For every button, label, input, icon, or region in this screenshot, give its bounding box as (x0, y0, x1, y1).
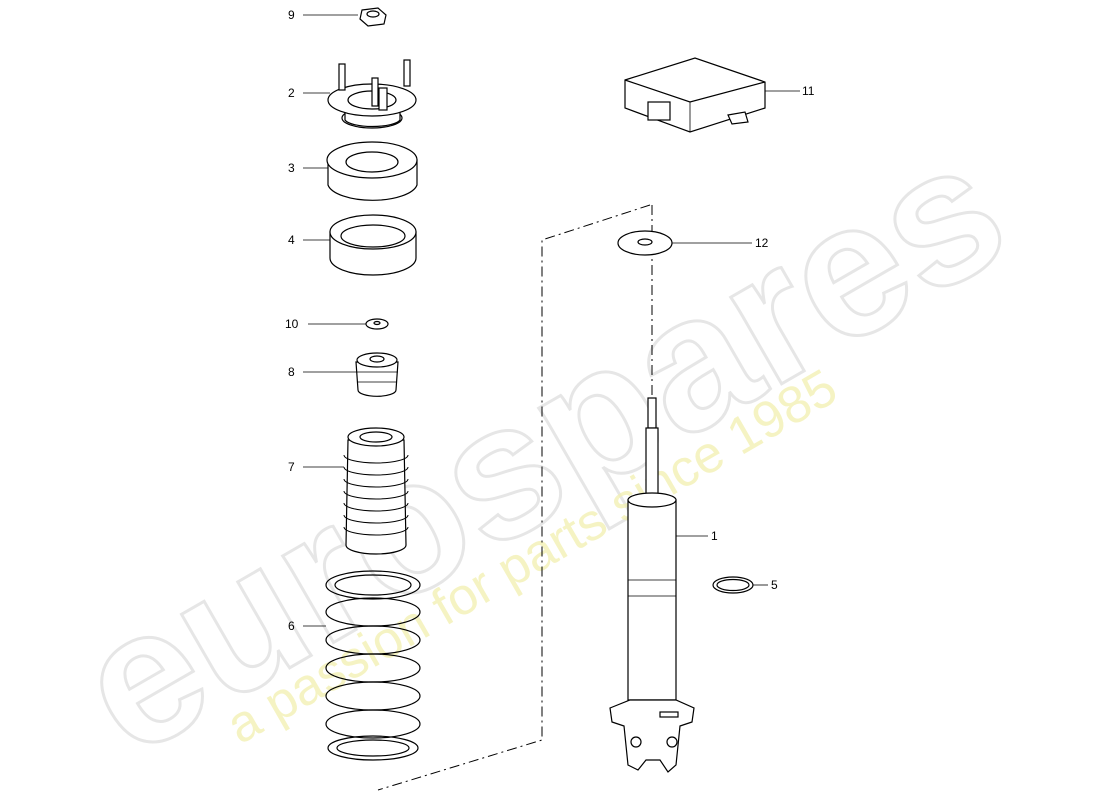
callout-8: 8 (288, 365, 295, 379)
callout-4: 4 (288, 233, 295, 247)
watermark: eurospares a passion for parts since 198… (43, 98, 1039, 797)
watermark-brand: eurospares (45, 100, 1038, 796)
part-11-control-unit[interactable] (624, 57, 766, 133)
part-12-washer[interactable] (617, 230, 673, 256)
part-2-top-mount[interactable] (327, 59, 417, 129)
part-3-spacer[interactable] (326, 141, 418, 201)
callout-10: 10 (285, 317, 299, 331)
part-8-bump-stop[interactable] (355, 352, 399, 397)
callout-6: 6 (288, 619, 295, 633)
callout-1: 1 (711, 529, 718, 543)
part-9-nut[interactable] (359, 7, 387, 27)
callout-11: 11 (802, 84, 815, 98)
callout-leaders (303, 14, 800, 627)
callout-3: 3 (288, 161, 295, 175)
callout-5: 5 (771, 578, 778, 592)
part-1-shock-absorber[interactable] (609, 397, 695, 773)
part-6-coil-spring[interactable] (325, 570, 421, 761)
part-4-ring[interactable] (329, 214, 417, 276)
callout-9: 9 (288, 8, 295, 22)
part-7-dust-boot[interactable] (343, 427, 409, 555)
part-10-washer[interactable] (365, 318, 389, 330)
part-5-ring[interactable] (712, 576, 754, 594)
assembly-dashed-line (377, 204, 651, 791)
callout-7: 7 (288, 460, 295, 474)
callout-12: 12 (755, 236, 769, 250)
callout-2: 2 (288, 86, 295, 100)
